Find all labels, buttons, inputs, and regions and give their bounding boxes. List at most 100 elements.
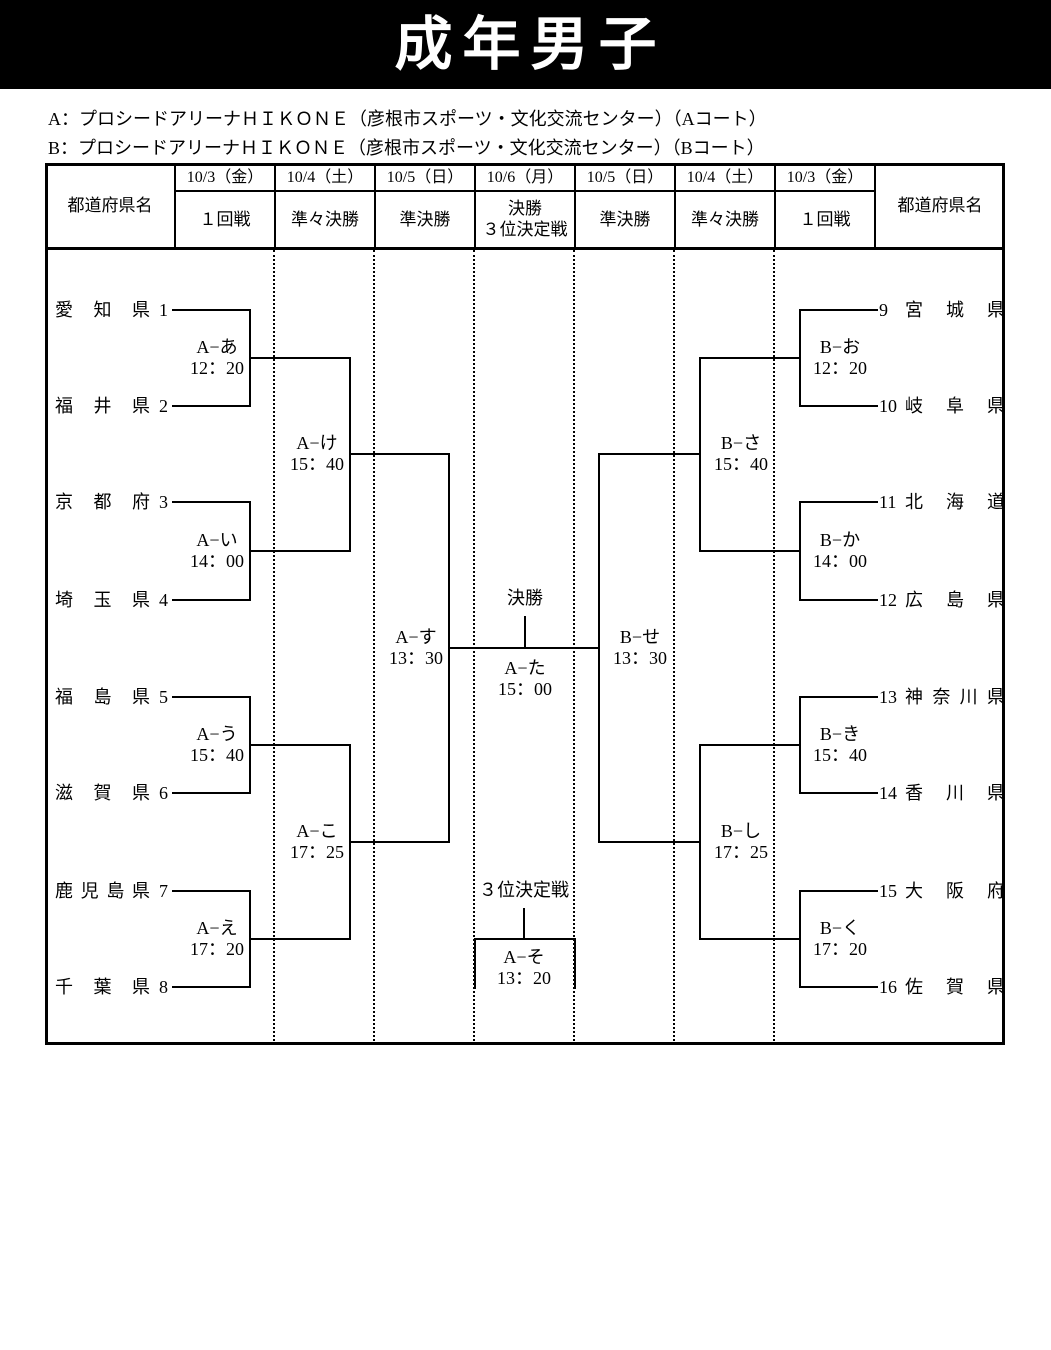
- venue-line-a: A：プロシードアリーナＨＩＫＯＮＥ（彦根市スポーツ・文化交流センター）（Aコート…: [48, 109, 767, 129]
- bracket-line: [175, 190, 875, 192]
- team-name: 滋賀県: [55, 783, 150, 803]
- match-time: 15：40: [290, 454, 344, 474]
- bracket-line: [598, 453, 600, 843]
- bracket-line: [174, 163, 176, 247]
- bracket-table-border: [45, 163, 1005, 1045]
- team-seed: 16: [879, 977, 897, 997]
- bracket-line: [172, 309, 250, 311]
- header-round-col5: 準々決勝: [691, 209, 759, 229]
- team-name: 北海道: [905, 492, 1005, 512]
- header-pref-right: 都道府県名: [897, 195, 983, 215]
- team-name: 福井県: [55, 396, 150, 416]
- match-time: 17：25: [290, 842, 344, 862]
- bracket-line: [45, 247, 1005, 250]
- team-name: 千葉県: [55, 977, 150, 997]
- match-code: A−え: [196, 918, 238, 938]
- final-label: 決勝: [507, 588, 543, 608]
- team-name: 広島県: [905, 590, 1005, 610]
- bracket-line: [598, 841, 701, 843]
- match-time: 13：20: [497, 968, 551, 988]
- team-seed: 3: [159, 492, 168, 512]
- match-code: B−さ: [720, 433, 762, 453]
- team-name: 佐賀県: [905, 977, 1005, 997]
- header-round-col4: 準決勝: [599, 209, 651, 229]
- bracket-line: [249, 744, 351, 746]
- bracket-line: [699, 357, 801, 359]
- match-time: 17：20: [190, 939, 244, 959]
- bracket-line: [374, 163, 376, 247]
- column-divider-dotted: [273, 250, 275, 1045]
- column-divider-dotted: [673, 250, 675, 1045]
- match-code: B−く: [819, 918, 861, 938]
- team-seed: 13: [879, 687, 897, 707]
- bracket-line: [523, 908, 525, 939]
- header-date-col3: 10/6（月）: [486, 168, 564, 186]
- match-code: B−か: [819, 530, 861, 550]
- bracket-line: [172, 792, 250, 794]
- bracket-line: [574, 938, 576, 989]
- team-name: 宮城県: [905, 300, 1005, 320]
- header-round-col3-line2: ３位決定戦: [482, 220, 568, 239]
- match-code: A−あ: [196, 337, 238, 357]
- header-date-col5: 10/4（土）: [686, 168, 764, 186]
- match-time: 15：40: [714, 454, 768, 474]
- team-right-13: 13 神奈川県: [879, 685, 1005, 709]
- team-name: 愛知県: [55, 300, 150, 320]
- bracket-line: [172, 599, 250, 601]
- bracket-line: [172, 696, 250, 698]
- team-left-3: 京都府 3: [55, 490, 168, 514]
- match-time: 13：30: [389, 648, 443, 668]
- team-seed: 7: [159, 881, 168, 901]
- bracket-line: [699, 938, 801, 940]
- bracket-line: [800, 309, 878, 311]
- bracket-line: [474, 163, 476, 247]
- match-time: 17：20: [813, 939, 867, 959]
- team-right-16: 16 佐賀県: [879, 975, 1005, 999]
- column-divider-dotted: [373, 250, 375, 1045]
- team-name: 埼玉県: [55, 590, 150, 610]
- team-seed: 11: [879, 492, 897, 512]
- match-time: 15：00: [498, 679, 552, 699]
- bracket-line: [598, 453, 701, 455]
- match-code: B−お: [819, 337, 861, 357]
- bracket-line: [172, 986, 250, 988]
- team-seed: 8: [159, 977, 168, 997]
- match-code: A−す: [395, 627, 437, 647]
- team-name: 神奈川県: [905, 687, 1005, 707]
- match-time: 12：20: [813, 358, 867, 378]
- header-pref-left: 都道府県名: [67, 195, 153, 215]
- match-code: B−せ: [619, 627, 661, 647]
- column-divider-dotted: [773, 250, 775, 1045]
- team-name: 香川県: [905, 783, 1005, 803]
- team-name: 鹿児島県: [55, 881, 150, 901]
- team-seed: 6: [159, 783, 168, 803]
- bracket-line: [249, 357, 351, 359]
- team-left-8: 千葉県 8: [55, 975, 168, 999]
- header-round-col2: 準決勝: [399, 209, 451, 229]
- match-time: 14：00: [190, 551, 244, 571]
- team-name: 京都府: [55, 492, 150, 512]
- header-round-col3: 決勝 ３位決定戦: [475, 191, 575, 247]
- bracket-line: [574, 163, 576, 247]
- bracket-line: [474, 938, 476, 989]
- match-code: A−う: [196, 724, 238, 744]
- team-name: 大阪府: [905, 881, 1005, 901]
- match-code: B−き: [819, 724, 861, 744]
- header-date-col2: 10/5（日）: [386, 168, 464, 186]
